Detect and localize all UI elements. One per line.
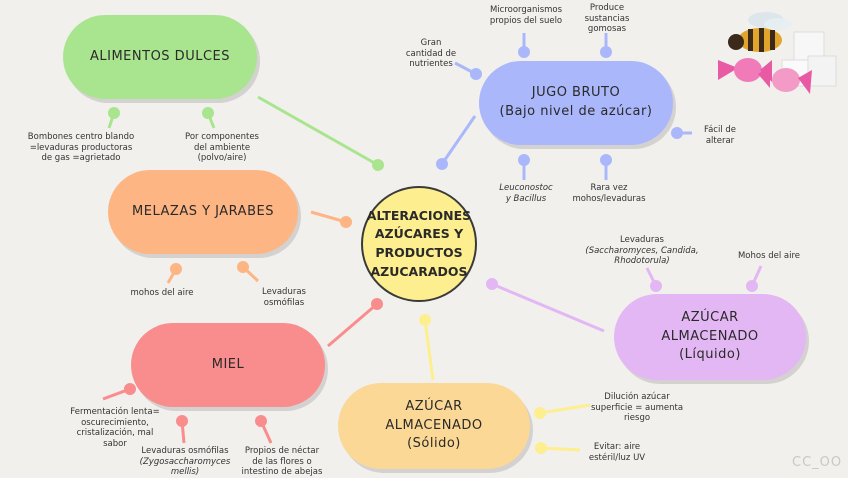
node-line: (Líquido) (679, 347, 741, 363)
label-bombones: Bombones centro blando=levaduras product… (27, 132, 135, 164)
node-jugo-bruto: JUGO BRUTO (Bajo nivel de azúcar) (479, 61, 673, 145)
label-fermentacion: Fermentación lenta=oscurecimiento,crista… (70, 407, 160, 449)
node-azucar-liquido: AZÚCAR ALMACENADO (Líquido) (614, 294, 806, 380)
label-mohos-aire-left: mohos del aire (130, 288, 194, 298)
watermark: CC_OO (792, 455, 843, 470)
center-line: PRODUCTOS (375, 245, 463, 260)
sugar-cubes-icon (781, 31, 837, 87)
node-line: AZÚCAR (405, 398, 463, 414)
node-line: ALMACENADO (661, 328, 759, 344)
bee-icon (728, 12, 792, 52)
node-line: ALMACENADO (385, 417, 483, 433)
node-line: (Sólido) (407, 436, 461, 452)
node-title: MIEL (211, 356, 245, 372)
node-title: MELAZAS Y JARABES (132, 203, 274, 219)
candy-icon (718, 58, 812, 94)
center-line: AZÚCARES Y (374, 226, 464, 242)
node-melazas-jarabes: MELAZAS Y JARABES (108, 170, 298, 254)
center-line: AZUCARADOS (370, 263, 468, 279)
node-miel: MIEL (131, 323, 325, 407)
node-line: (Bajo nivel de azúcar) (499, 104, 653, 119)
node-line: JUGO BRUTO (531, 85, 621, 101)
sweets-illustration (718, 12, 837, 94)
node-line: AZÚCAR (681, 309, 739, 325)
node-title: ALIMENTOS DULCES (90, 48, 230, 64)
central-topic: ALTERACIONES AZÚCARES Y PRODUCTOS AZUCAR… (361, 186, 477, 302)
center-line: ALTERACIONES (366, 207, 472, 223)
label-mohos-aire-right: Mohos del aire (737, 251, 801, 261)
label-levaduras-saccharomyces: Levaduras(Saccharomyces, Candida,Rhodoto… (585, 235, 699, 267)
node-alimentos-dulces: ALIMENTOS DULCES (63, 15, 257, 99)
node-azucar-solido: AZÚCAR ALMACENADO (Sólido) (338, 383, 530, 469)
